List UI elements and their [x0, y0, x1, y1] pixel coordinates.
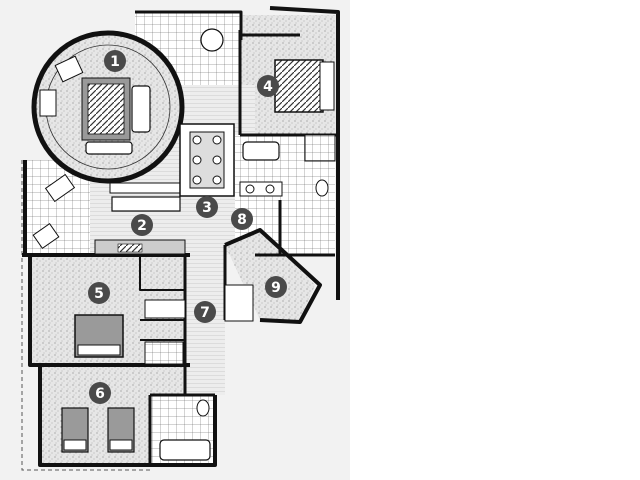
bed-room-4 [274, 59, 335, 113]
room-number-3: 3 [202, 200, 212, 216]
room-marker-6: 6 [89, 382, 111, 404]
kitchen-fixtures [94, 182, 186, 255]
room-number-4: 4 [263, 79, 273, 95]
living-room-rotunda [31, 30, 185, 184]
room-markers: 1 2 3 4 5 6 7 [88, 50, 287, 404]
room-marker-2: 2 [131, 214, 153, 236]
bath-fixtures [144, 134, 336, 461]
room-marker-9: 9 [265, 276, 287, 298]
room-number-8: 8 [237, 212, 247, 228]
room-number-7: 7 [200, 305, 210, 321]
walls [22, 6, 340, 467]
room-marker-7: 7 [194, 301, 216, 323]
bed-room-6-b [107, 407, 135, 453]
room-number-2: 2 [137, 218, 147, 234]
room-marker-8: 8 [231, 208, 253, 230]
room-number-1: 1 [110, 54, 120, 70]
patio-furniture [32, 28, 224, 249]
room-number-5: 5 [94, 286, 104, 302]
room-marker-5: 5 [88, 282, 110, 304]
property-outline [21, 160, 150, 471]
room-marker-1: 1 [104, 50, 126, 72]
dining-table [179, 123, 235, 197]
room-marker-3: 3 [196, 196, 218, 218]
room-marker-4: 4 [257, 75, 279, 97]
room-number-6: 6 [95, 386, 105, 402]
bed-room-6-a [61, 407, 89, 453]
room-number-9: 9 [271, 280, 281, 296]
bed-room-5 [74, 314, 124, 358]
